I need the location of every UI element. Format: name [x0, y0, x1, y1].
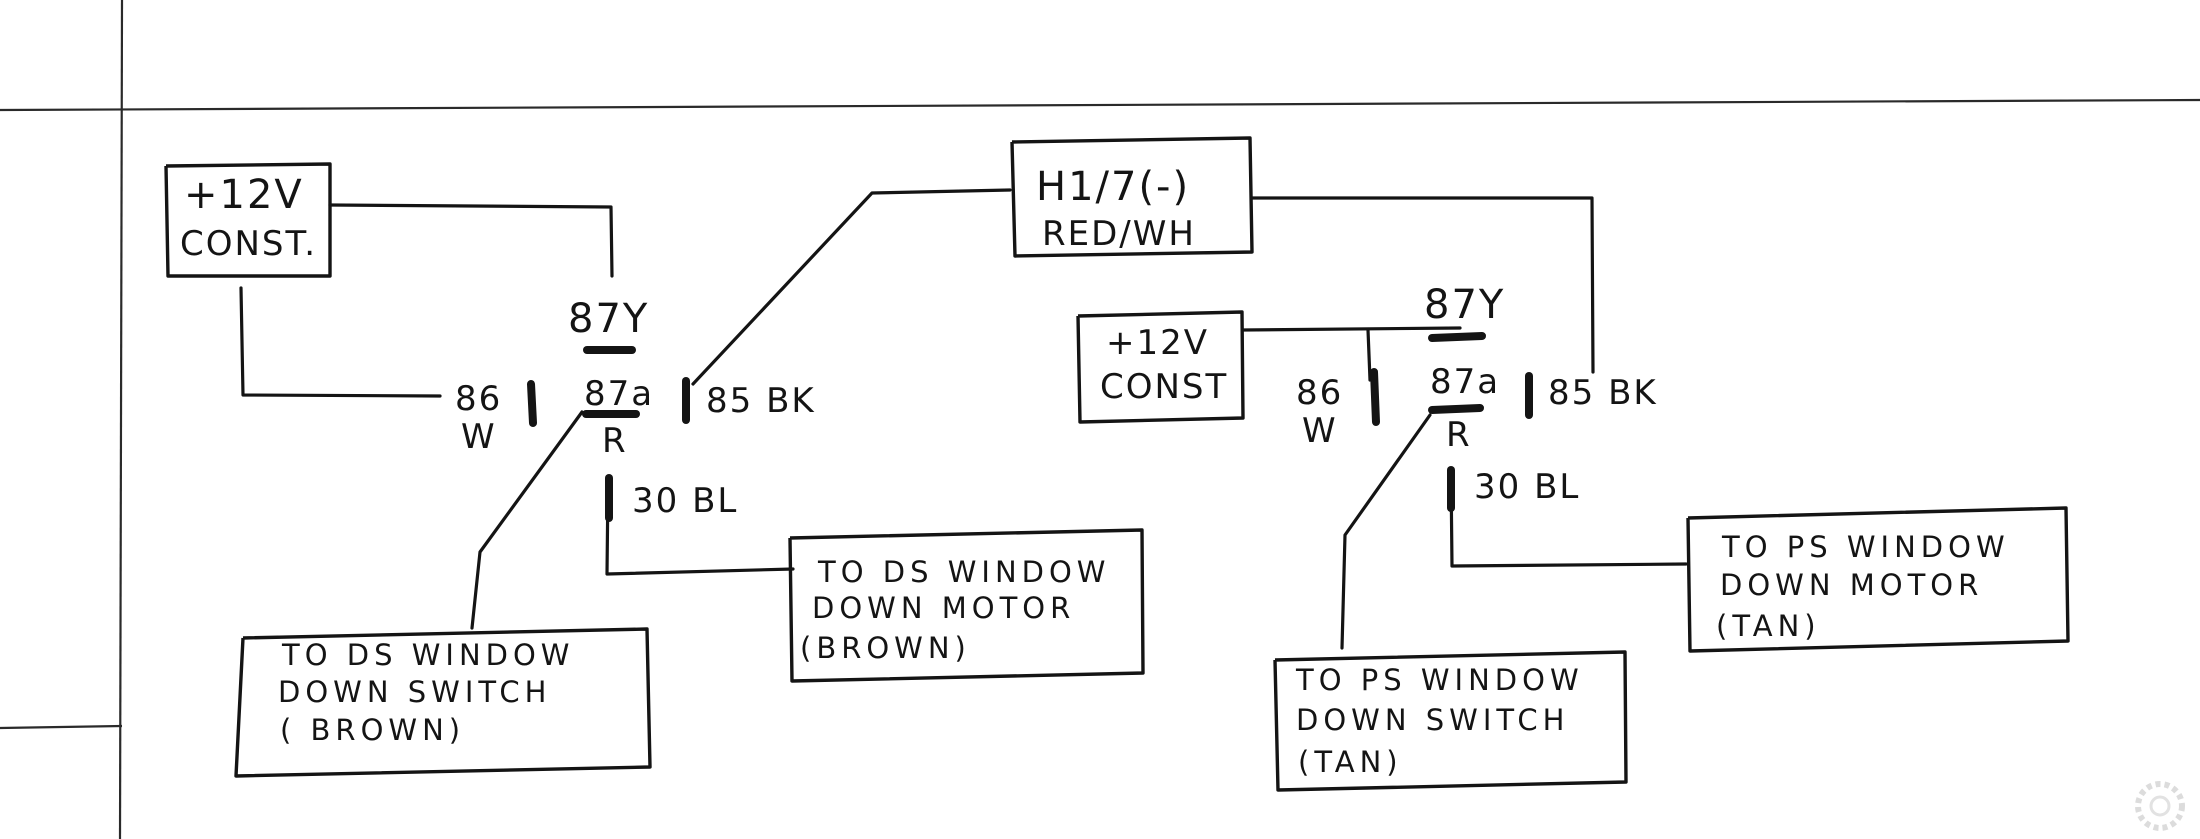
left-motor-box-line1: TO DS WINDOW	[817, 555, 1110, 589]
left-pin-87-label: 87Y	[568, 296, 649, 342]
margin-line	[118, 0, 124, 839]
left-pin-87a-label: 87a	[584, 374, 654, 414]
right-motor-box	[1686, 506, 2070, 653]
left-motor-box-line2: DOWN MOTOR	[812, 591, 1075, 625]
left-switch-box-line3: ( BROWN)	[280, 713, 465, 747]
right-pin-86-color-label: W	[1302, 411, 1338, 451]
left-pin-86-color-label: W	[461, 417, 497, 457]
left-switch-box	[234, 627, 652, 778]
header-line	[0, 98, 2200, 112]
left-wire-85-to-trigger	[691, 188, 1012, 386]
right-motor-box-line3: (TAN)	[1716, 609, 1821, 643]
left-power-box-line1: +12V	[184, 172, 304, 218]
corner-seal-icon	[2135, 781, 2185, 831]
left-wire-power-to-86	[239, 286, 442, 398]
trigger-input: H1/7(-) RED/WH	[1010, 136, 1595, 374]
left-relay-circuit: +12V CONST. 87Y 87a R 86 W 85 BK 30 BL T…	[164, 162, 1145, 778]
right-power-box	[1076, 310, 1245, 424]
left-switch-box-line2: DOWN SWITCH	[278, 675, 551, 709]
right-switch-box-line3: (TAN)	[1298, 745, 1403, 779]
right-pin-86-bar	[1370, 368, 1380, 426]
right-pin-87-label: 87Y	[1424, 282, 1505, 328]
right-switch-box-line2: DOWN SWITCH	[1296, 703, 1569, 737]
right-pin-87-bar	[1428, 332, 1486, 342]
left-pin-85-label: 85 BK	[706, 381, 816, 421]
right-wire-power-to-86	[1366, 328, 1372, 382]
left-motor-box	[788, 528, 1145, 683]
side-line	[0, 724, 123, 730]
left-wire-power-to-87	[328, 203, 614, 278]
right-power-box-line2: CONST	[1100, 367, 1228, 407]
left-pin-87a-color-label: R	[602, 421, 628, 461]
left-pin-86-bar	[527, 380, 537, 427]
right-switch-box	[1273, 650, 1628, 792]
trigger-box-line1: H1/7(-)	[1036, 164, 1190, 210]
right-wire-trigger-to-85	[1250, 196, 1595, 374]
right-pin-86-label: 86	[1296, 373, 1343, 413]
trigger-box	[1010, 136, 1254, 258]
right-wire-87a-to-switch	[1340, 413, 1432, 650]
right-pin-87a-bar	[1428, 404, 1484, 414]
right-pin-87a-label: 87a	[1430, 362, 1500, 402]
right-power-box-line1: +12V	[1106, 323, 1209, 363]
right-wire-power-to-87	[1241, 326, 1462, 332]
right-pin-87a-color-label: R	[1446, 415, 1472, 455]
right-motor-box-line1: TO PS WINDOW	[1721, 530, 2010, 564]
left-pin-86-label: 86	[455, 379, 502, 419]
left-pin-30-label: 30 BL	[632, 481, 738, 521]
right-motor-box-line2: DOWN MOTOR	[1720, 568, 1983, 602]
right-switch-box-line1: TO PS WINDOW	[1295, 663, 1584, 697]
left-wire-87a-to-switch	[470, 410, 584, 630]
left-switch-box-line1: TO DS WINDOW	[281, 638, 574, 672]
left-motor-box-line3: (BROWN)	[800, 631, 971, 665]
right-pin-30-label: 30 BL	[1474, 467, 1580, 507]
left-power-box	[164, 162, 332, 278]
right-pin-85-label: 85 BK	[1548, 373, 1658, 413]
left-power-box-line2: CONST.	[180, 224, 317, 264]
trigger-box-line2: RED/WH	[1042, 214, 1196, 254]
right-relay-circuit: +12V CONST 87Y 87a R 86 W 85 BK 30 BL TO…	[1076, 282, 2070, 792]
